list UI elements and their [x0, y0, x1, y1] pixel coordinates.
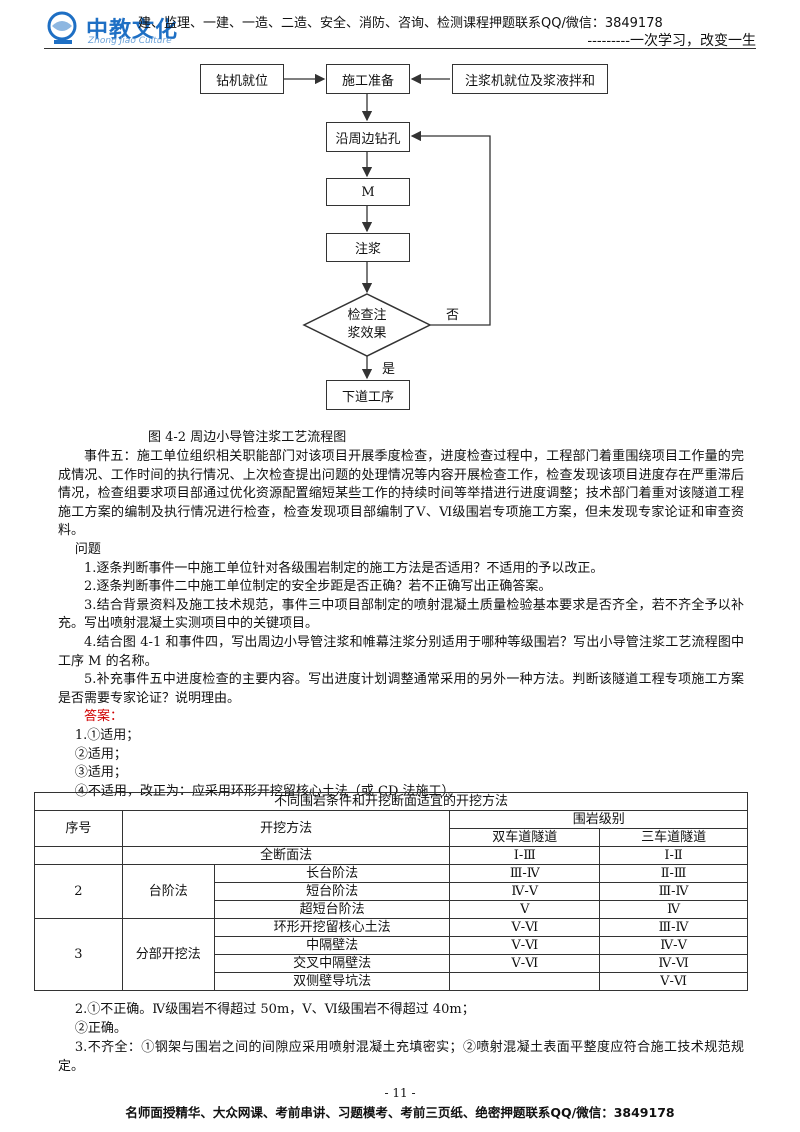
check-label-line1: 检查注	[347, 308, 387, 323]
logo-text: 中教文化	[86, 18, 179, 43]
cell-method: 环形开挖留核心土法	[213, 918, 451, 937]
node-next-process: 下道工序	[326, 380, 410, 410]
node-m: M	[326, 178, 410, 206]
answer-1-1: 1.①适用；	[74, 727, 140, 743]
globe-icon	[47, 11, 77, 44]
cell-three-lane: Ⅱ-Ⅲ	[599, 864, 748, 883]
cell-method: 双侧壁导坑法	[213, 972, 451, 991]
cell-two-lane: Ⅲ-Ⅳ	[449, 864, 601, 883]
cell-three-lane: Ⅳ	[599, 900, 748, 919]
header-no: 序号	[34, 810, 123, 847]
table-row: 交叉中隔壁法 Ⅴ-Ⅵ Ⅳ-Ⅵ	[35, 954, 748, 973]
no-label: 否	[446, 308, 460, 323]
cell-two-lane: Ⅳ-Ⅴ	[449, 882, 601, 901]
event5-paragraph: 事件五：施工单位组织相关职能部门对该项目开展季度检查，进度检查过程中，工程部门着…	[58, 449, 744, 539]
table-row: 3 分部开挖法 环形开挖留核心土法 Ⅴ-Ⅵ Ⅲ-Ⅳ	[34, 918, 748, 991]
node-drill-positioning: 钻机就位	[200, 64, 284, 94]
table-title-row: 不同围岩条件和开挖断面适宜的开挖方法	[34, 792, 748, 811]
answer-label: 答案：	[84, 709, 124, 725]
header-two-lane: 双车道隧道	[449, 828, 601, 847]
cell-no-empty	[34, 846, 123, 865]
table-row: 2 台阶法 长台阶法 Ⅲ-Ⅳ Ⅱ-Ⅲ	[34, 864, 748, 919]
question-3: 3.结合背景资料及施工技术规范，事件三中项目部制定的喷射混凝土质量检验基本要求是…	[58, 597, 744, 632]
cell-two-lane: Ⅴ-Ⅵ	[449, 918, 601, 937]
questions-title: 问题	[74, 541, 101, 557]
grouting-flowchart: 钻机就位 施工准备 注浆机就位及浆液拌和 沿周边钻孔 M 注浆 检查注 浆效果 …	[190, 56, 630, 426]
cell-method: 超短台阶法	[213, 900, 451, 919]
header-contact-line: 建、监理、一建、一造、二造、安全、消防、咨询、检测课程押题联系QQ/微信：384…	[138, 16, 663, 31]
table-header-row: 序号 开挖方法 围岩级别	[34, 810, 748, 847]
page-footer: 名师面授精华、大众网课、考前串讲、习题模考、考前三页纸、绝密押题联系QQ/微信：…	[125, 1105, 675, 1120]
answer-1-3: ③适用；	[74, 765, 127, 781]
table-row: 短台阶法 Ⅳ-Ⅴ Ⅲ-Ⅳ	[35, 882, 748, 901]
cell-three-lane: Ⅰ-Ⅱ	[599, 846, 748, 865]
question-4: 4.结合图 4-1 和事件四，写出周边小导管注浆和帷幕注浆分别适用于哪种等级围岩…	[58, 634, 744, 669]
cell-three-lane: Ⅳ-Ⅴ	[599, 936, 748, 955]
flowchart-connectors	[284, 73, 491, 380]
page-header: 中教文化 Zhong Jiao Culture 建、监理、一建、一造、二造、安全…	[0, 0, 800, 52]
brand-logo: 中教文化 Zhong Jiao Culture	[44, 10, 194, 46]
table-subheader-row: 双车道隧道 三车道隧道	[35, 828, 748, 847]
answers-continued: 2.①不正确。Ⅳ级围岩不得超过 50m，Ⅴ、Ⅵ级围岩不得超过 40m； ②正确。…	[58, 1000, 744, 1076]
cell-group: 分部开挖法	[121, 918, 215, 991]
question-1: 1.逐条判断事件一中施工单位针对各级围岩制定的施工方法是否适用？不适用的予以改正…	[84, 560, 604, 576]
cell-two-lane: Ⅴ-Ⅵ	[449, 936, 601, 955]
node-grout-machine: 注浆机就位及浆液拌和	[452, 64, 608, 94]
node-grouting: 注浆	[326, 233, 410, 262]
cell-three-lane: Ⅲ-Ⅳ	[599, 882, 748, 901]
node-check-grout-effect: 检查注 浆效果	[337, 307, 397, 343]
question-5: 5.补充事件五中进度检查的主要内容。写出进度计划调整通常采用的另外一种方法。判断…	[58, 672, 744, 706]
node-construction-prep: 施工准备	[326, 64, 410, 94]
question-2: 2.逐条判断事件二中施工单位制定的安全步距是否正确？若不正确写出正确答案。	[84, 579, 552, 595]
answer-2-1: 2.①不正确。Ⅳ级围岩不得超过 50m，Ⅴ、Ⅵ级围岩不得超过 40m；	[74, 1002, 475, 1017]
cell-group: 台阶法	[121, 864, 215, 919]
logo-subtitle: Zhong Jiao Culture	[88, 36, 172, 46]
cell-two-lane: Ⅴ-Ⅵ	[449, 954, 601, 973]
answer-2-2: ②正确。	[74, 1021, 127, 1036]
cell-two-lane	[449, 972, 601, 991]
cell-two-lane: Ⅰ-Ⅲ	[449, 846, 601, 865]
answer-3: 3.不齐全：①钢架与围岩之间的间隙应采用喷射混凝土充填密实；②喷射混凝土表面平整…	[58, 1040, 744, 1074]
cell-method: 长台阶法	[213, 864, 451, 883]
document-body: 事件五：施工单位组织相关职能部门对该项目开展季度检查，进度检查过程中，工程部门着…	[58, 448, 744, 801]
table-title: 不同围岩条件和开挖断面适宜的开挖方法	[34, 792, 748, 811]
page-number: - 11 -	[384, 1086, 416, 1100]
cell-no: 3	[34, 918, 123, 991]
cell-method: 全断面法	[121, 846, 451, 865]
cell-two-lane: Ⅴ	[449, 900, 601, 919]
cell-three-lane: Ⅴ-Ⅵ	[599, 972, 748, 991]
excavation-method-table: 不同围岩条件和开挖断面适宜的开挖方法 序号 开挖方法 围岩级别 双车道隧道 三车…	[34, 792, 748, 991]
header-method: 开挖方法	[121, 810, 451, 847]
node-perimeter-drilling: 沿周边钻孔	[326, 122, 410, 152]
cell-three-lane: Ⅲ-Ⅳ	[599, 918, 748, 937]
cell-no: 2	[34, 864, 123, 919]
answer-1-2: ②适用；	[74, 746, 127, 762]
table-row: 中隔壁法 Ⅴ-Ⅵ Ⅳ-Ⅴ	[35, 936, 748, 955]
cell-three-lane: Ⅳ-Ⅵ	[599, 954, 748, 973]
yes-label: 是	[382, 362, 396, 377]
table-row: 全断面法 Ⅰ-Ⅲ Ⅰ-Ⅱ	[34, 846, 748, 865]
header-grade: 围岩级别	[449, 810, 748, 829]
table-row: 双侧壁导坑法 Ⅴ-Ⅵ	[35, 972, 748, 991]
cell-method: 交叉中隔壁法	[213, 954, 451, 973]
cell-method: 中隔壁法	[213, 936, 451, 955]
header-slogan: ---------一次学习，改变一生	[587, 33, 756, 49]
header-three-lane: 三车道隧道	[599, 828, 748, 847]
header-divider	[44, 48, 756, 49]
cell-method: 短台阶法	[213, 882, 451, 901]
figure-caption: 图 4-2 周边小导管注浆工艺流程图	[148, 430, 347, 445]
check-label-line2: 浆效果	[347, 326, 387, 341]
